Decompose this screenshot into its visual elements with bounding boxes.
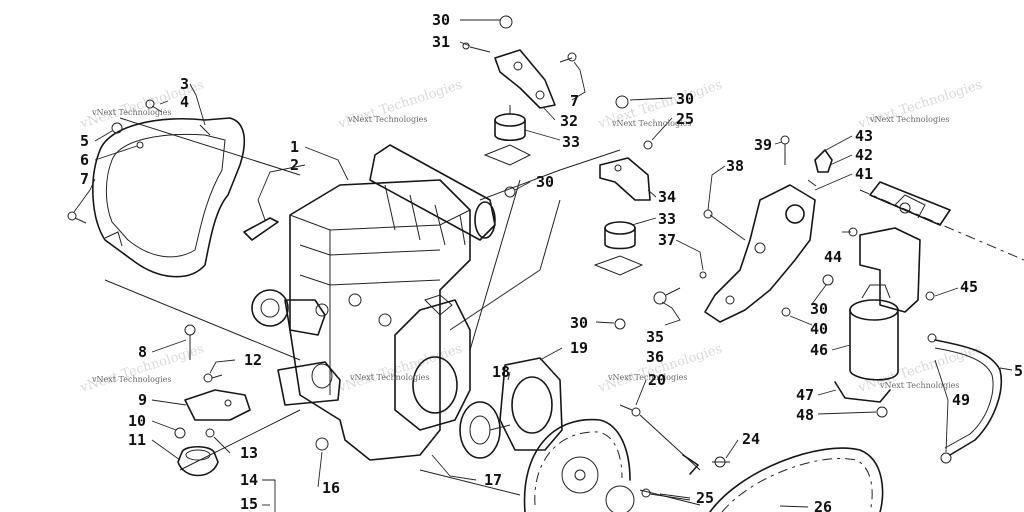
watermark-label: vNext Technologies	[91, 375, 171, 384]
watermark-ghosts: vNext Technologies vNext Technologies vN…	[78, 78, 984, 396]
callout-label: 49	[952, 391, 970, 409]
callout-label: 47	[796, 386, 814, 404]
callout-label: 18	[492, 363, 510, 381]
callout-label: 19	[570, 339, 588, 357]
callout-label: 12	[244, 351, 262, 369]
callout-label: 48	[796, 406, 814, 424]
callout-label: 30	[676, 90, 694, 108]
bracket-2	[243, 199, 279, 241]
belt-guard	[92, 117, 246, 278]
callout-label: 3	[180, 75, 189, 93]
callout-label: 33	[658, 210, 676, 228]
callout-label: 30	[536, 173, 554, 191]
watermark-ghost: vNext Technologies	[336, 342, 464, 396]
callout-label: 6	[80, 151, 89, 169]
callout-label: 45	[960, 278, 978, 296]
leader-lines	[73, 19, 1013, 512]
bolt-small	[67, 99, 163, 224]
callout-label: 37	[658, 231, 676, 249]
callout-label: 5	[1014, 362, 1023, 380]
callout-label: 39	[754, 136, 772, 154]
flywheel	[523, 404, 641, 512]
callout-label: 5	[80, 132, 89, 150]
watermark-label: vNext Technologies	[347, 115, 427, 124]
callout-label: 33	[562, 133, 580, 151]
watermark-label: vNext Technologies	[349, 373, 429, 382]
callout-label: 41	[855, 165, 873, 183]
engine-mount-34	[593, 95, 653, 330]
engine-block	[251, 144, 496, 461]
callout-label: 35	[646, 328, 664, 346]
callout-label: 17	[484, 471, 502, 489]
callout-label: 38	[726, 157, 744, 175]
callout-label: 20	[648, 371, 666, 389]
callout-label: 10	[128, 412, 146, 430]
watermark-label: vNext Technologies	[611, 119, 691, 128]
callout-label: 7	[80, 170, 89, 188]
callout-label: 14	[240, 471, 258, 489]
callout-label: 43	[855, 127, 873, 145]
callout-label: 4	[180, 93, 189, 111]
callout-label: 15	[240, 495, 258, 512]
callout-label: 32	[560, 112, 578, 130]
callout-label: 8	[138, 343, 147, 361]
callout-label: 7	[570, 92, 579, 110]
watermark-label: vNext Technologies	[869, 115, 949, 124]
callout-label: 13	[240, 444, 258, 462]
fuel-filter-assembly	[807, 149, 935, 418]
callout-label: 34	[658, 188, 676, 206]
watermark-labels: vNext Technologies vNext Technologies vN…	[91, 108, 959, 390]
watermark-label: vNext Technologies	[91, 108, 171, 117]
callout-label: 9	[138, 391, 147, 409]
callouts: 30 31 32 33 30 7 30 25 3 4 5 6 7 1 2 34 …	[80, 11, 1023, 512]
callout-label: 30	[432, 11, 450, 29]
callout-label: 36	[646, 348, 664, 366]
callout-label: 24	[742, 430, 760, 448]
adapter-plate	[315, 357, 563, 459]
lower-mount-left	[174, 324, 251, 477]
frame-tube	[869, 181, 951, 226]
callout-label: 46	[810, 341, 828, 359]
callout-label: 30	[570, 314, 588, 332]
callout-label: 44	[824, 248, 842, 266]
fuel-line	[927, 333, 1002, 464]
callout-label: 40	[810, 320, 828, 338]
mount-plate-41	[653, 135, 834, 323]
callout-label: 25	[676, 110, 694, 128]
callout-label: 26	[814, 498, 832, 512]
callout-label: 2	[290, 156, 299, 174]
callout-label: 1	[290, 138, 299, 156]
callout-label: 42	[855, 146, 873, 164]
callout-label: 11	[128, 431, 146, 449]
drive-belt	[641, 447, 884, 512]
callout-label: 30	[810, 300, 828, 318]
callout-label: 31	[432, 33, 450, 51]
callout-label: 25	[696, 489, 714, 507]
engine-mount-top	[462, 15, 577, 198]
watermark-label: vNext Technologies	[879, 381, 959, 390]
callout-label: 16	[322, 479, 340, 497]
watermark-label: vNext Technologies	[607, 373, 687, 382]
